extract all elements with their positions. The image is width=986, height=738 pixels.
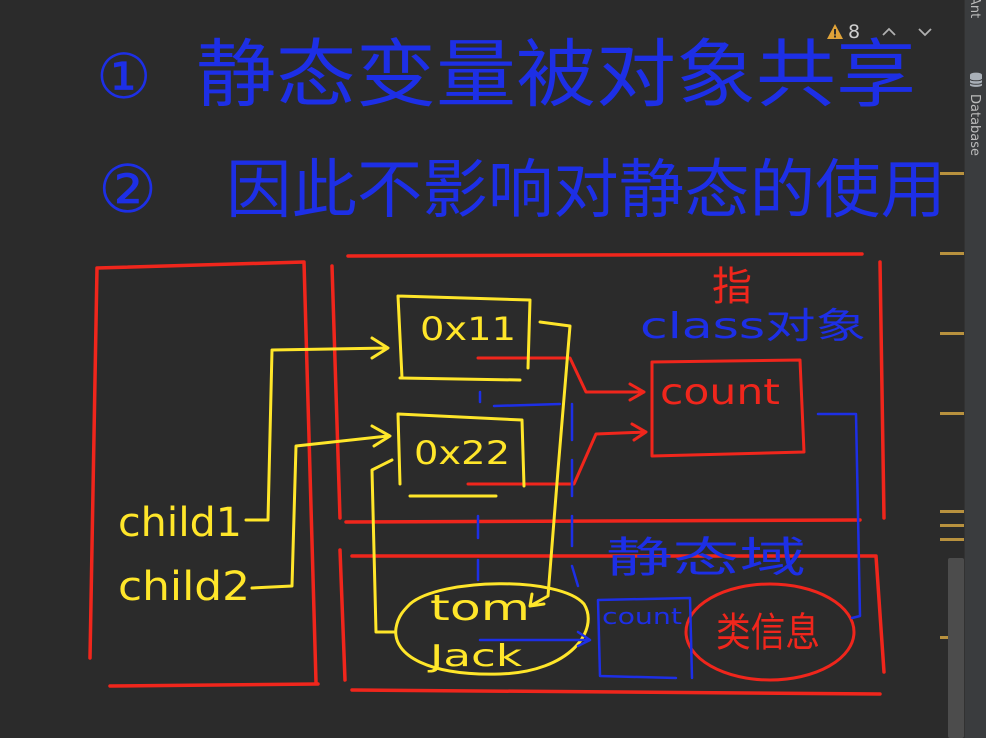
static-count-box (596, 596, 694, 680)
object-box-1 (396, 294, 532, 382)
class-object-label: class对象 (640, 306, 866, 347)
method-area-box (330, 252, 886, 524)
previous-highlight-button[interactable] (878, 21, 900, 43)
static-area-box (338, 548, 886, 696)
red-arrow-1 (476, 356, 646, 402)
chevron-up-icon (882, 27, 896, 36)
tool-tab-ant[interactable]: Ant (967, 0, 982, 19)
object-box-2 (396, 412, 526, 498)
box1-to-tom (528, 320, 572, 608)
pointer-label: 指 (712, 264, 752, 310)
error-stripe[interactable] (932, 0, 948, 738)
stripe-marker[interactable] (940, 172, 964, 175)
inspection-widget[interactable]: 8 (826, 18, 946, 46)
stripe-marker[interactable] (940, 332, 964, 335)
stripe-marker[interactable] (940, 252, 964, 255)
blue-arrow-static (478, 630, 592, 648)
count-box (650, 358, 806, 458)
stripe-marker[interactable] (940, 412, 964, 415)
child2-arrow (250, 424, 392, 590)
stripe-marker[interactable] (940, 524, 964, 527)
line1-number: ① (96, 40, 152, 113)
child2-label: child2 (118, 564, 250, 610)
heap-left-box (88, 260, 320, 688)
string-pool-ellipse (394, 582, 590, 676)
stripe-marker[interactable] (940, 538, 964, 541)
line1-text: 静态变量被对象共享 (196, 32, 916, 118)
blue-connector (816, 412, 862, 620)
tom-label: tom (430, 588, 530, 629)
blue-dash-3 (492, 402, 562, 408)
line2-number: ② (98, 151, 157, 228)
next-highlight-button[interactable] (914, 21, 936, 43)
blue-dash-2 (570, 402, 580, 588)
class-info-ellipse (684, 582, 856, 682)
jack-label: Jack (427, 639, 523, 674)
red-arrow-2 (466, 422, 648, 486)
class-info-label: 类信息 (716, 610, 820, 656)
editor-canvas: ① 静态变量被对象共享 ② 因此不影响对静态的使用 class对象 静态域 co… (88, 32, 946, 696)
static-area-label: 静态域 (606, 533, 806, 582)
stripe-marker[interactable] (940, 510, 964, 513)
count-label: count (660, 372, 780, 413)
handwritten-drawing: ① 静态变量被对象共享 ② 因此不影响对静态的使用 class对象 静态域 co… (88, 32, 946, 696)
line2-text: 因此不影响对静态的使用 (226, 154, 946, 228)
chevron-down-icon (918, 28, 932, 37)
tool-tab-database[interactable]: Database (967, 94, 982, 157)
warning-count: 8 (848, 21, 861, 43)
address-2: 0x22 (414, 434, 510, 472)
right-tool-window-bar: Ant Database (964, 0, 986, 738)
database-icon (969, 72, 983, 87)
address-1: 0x11 (420, 310, 516, 348)
static-count-label: count (602, 605, 682, 630)
box2-to-jack (370, 458, 396, 634)
child1-arrow (244, 336, 390, 522)
warning-icon (827, 24, 843, 39)
vertical-scrollbar-thumb[interactable] (948, 558, 964, 738)
child1-label: child1 (118, 500, 242, 546)
